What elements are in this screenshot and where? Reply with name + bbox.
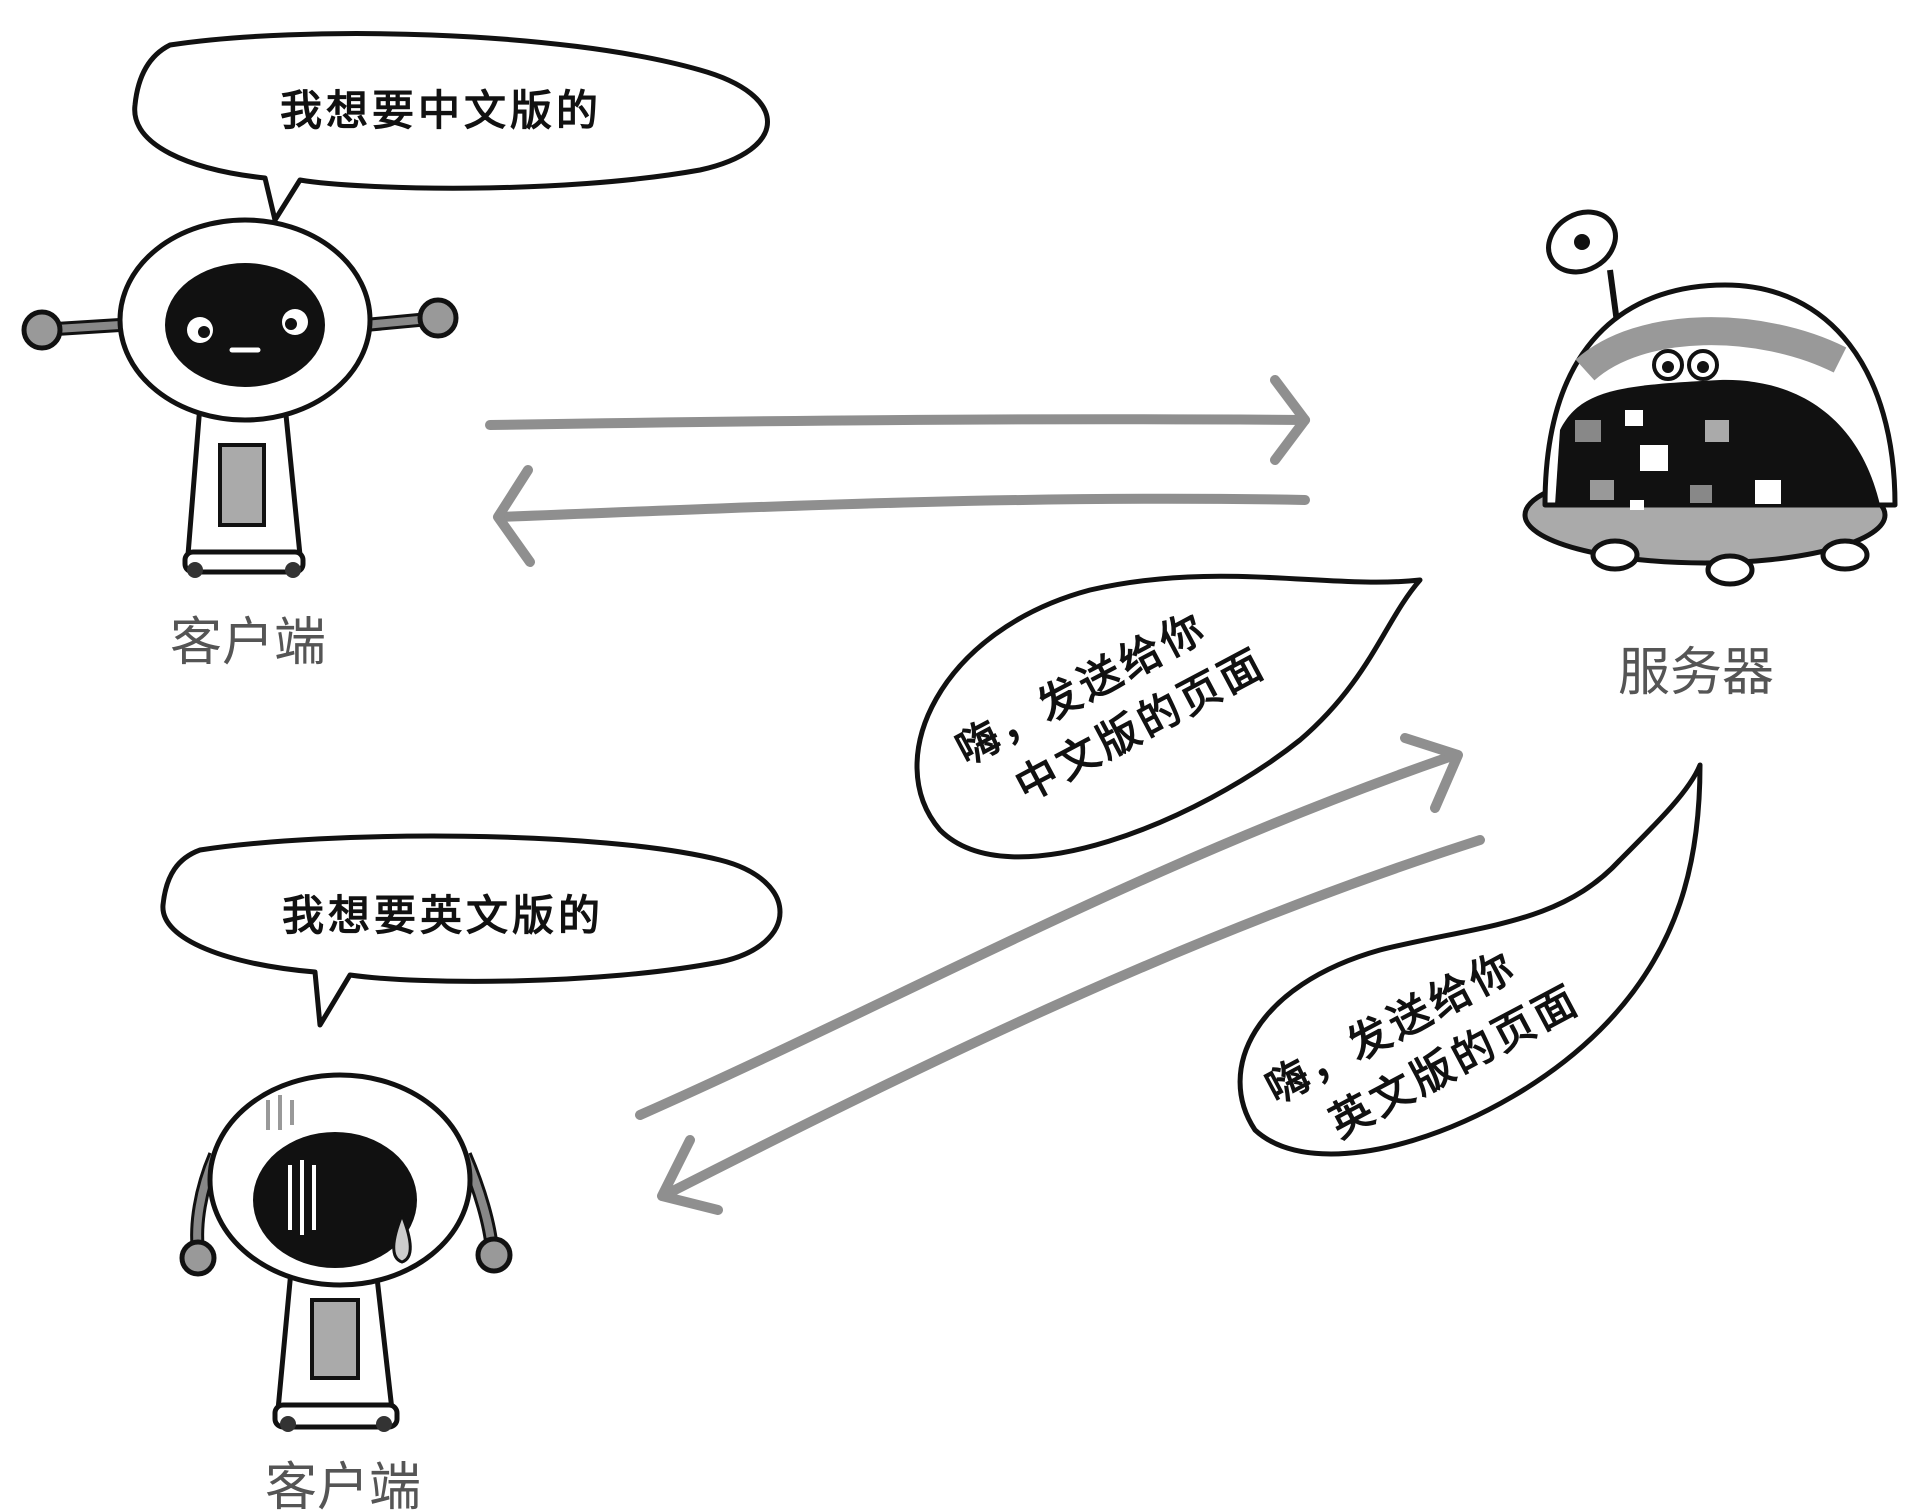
robot-server-dome-icon	[1522, 209, 1898, 587]
robot-client-happy-icon	[21, 217, 459, 578]
client-bottom: 我想要英文版的	[160, 833, 783, 1510]
server-label: 服务器	[1618, 643, 1774, 703]
client-bottom-label: 客户端	[265, 1458, 421, 1510]
client-bottom-speech-text: 我想要英文版的	[282, 891, 604, 940]
client-bottom-speech-bubble: 我想要英文版的	[160, 833, 783, 1028]
client-top-label: 客户端	[170, 613, 326, 673]
server-reply-english-bubble: 嗨，发送给你 英文版的页面	[1237, 762, 1703, 1157]
server: 服务器	[1522, 209, 1898, 703]
client-top: 我想要中文版的 客户端	[21, 31, 770, 673]
request-arrow-top	[485, 375, 1310, 465]
server-reply-chinese-bubble: 嗨，发送给你 中文版的页面	[914, 573, 1423, 860]
robot-client-sad-icon	[179, 1072, 513, 1432]
client-top-speech-bubble: 我想要中文版的	[132, 31, 770, 223]
request-arrow-bottom	[635, 733, 1463, 1120]
response-arrow-top	[493, 465, 1310, 567]
client-top-speech-text: 我想要中文版的	[280, 86, 602, 135]
response-arrow-bottom	[657, 835, 1485, 1215]
